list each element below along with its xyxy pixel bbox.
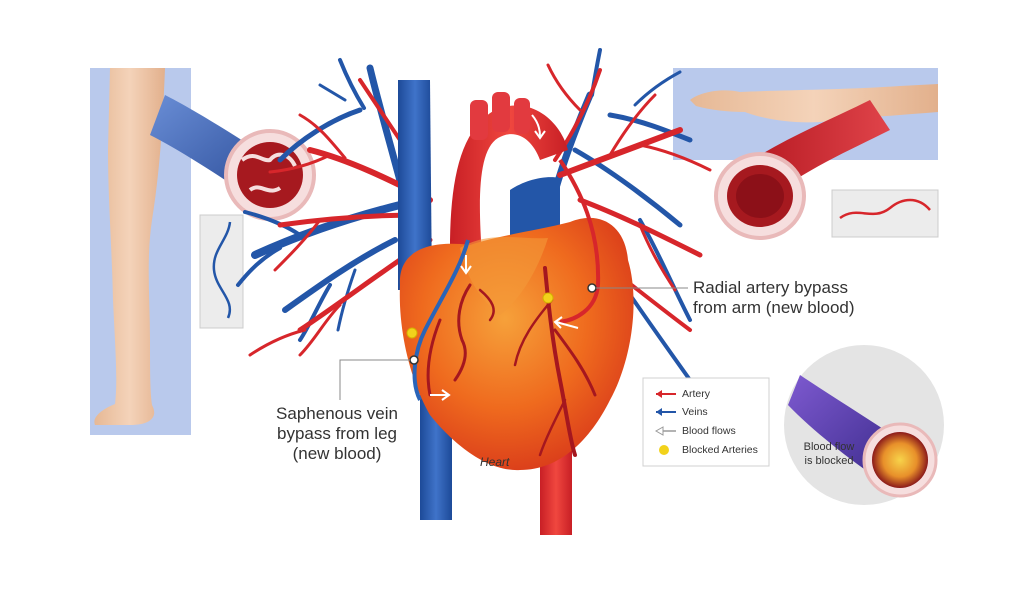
legend-blocked-icon [659,445,669,455]
leg-shape [94,68,165,425]
aortic-arch [450,105,568,255]
radial-callout-point [587,283,597,293]
radial-label-line-2: from arm (new blood) [693,298,855,317]
vein-inset [199,214,244,329]
blocked-marker-left [406,327,418,339]
saphenous-callout-point [409,355,419,365]
blood-flow-arrows [430,114,579,401]
blocked-artery-detail [784,345,944,505]
saphenous-vein-tube [150,95,316,221]
radial-graft [558,158,601,324]
blocked-note-line-1: Blood flow [803,441,855,453]
heart-body [399,217,634,471]
legend [642,377,770,467]
saphenous-label-line-2: bypass from leg [277,424,397,443]
pulmonary-vein [510,177,560,240]
legend-blocked-label: Blocked Arteries [682,444,758,456]
saphenous-vein-label: Saphenous vein bypass from leg (new bloo… [252,404,422,464]
aortic-branch-2 [492,92,510,132]
radial-artery-label: Radial artery bypass from arm (new blood… [693,278,855,318]
saphenous-callout-line [339,359,410,400]
blocked-marker-right [542,292,554,304]
blocked-note-line-2: is blocked [804,455,854,467]
aortic-branch-3 [514,98,530,134]
superior-vena-cava [398,80,432,290]
legend-artery-label: Artery [682,388,711,400]
radial-label-line-1: Radial artery bypass [693,278,848,297]
legend-flow-icon [654,426,676,436]
heart-label: Heart [480,455,510,469]
blocked-flow-label: Blood flow is blocked [794,440,864,468]
legend-artery-icon [656,390,676,398]
aortic-branch-1 [470,100,488,140]
saphenous-label-line-3: (new blood) [292,444,382,463]
saphenous-graft [412,239,470,401]
saphenous-label-line-1: Saphenous vein [276,404,398,423]
radial-artery-tube [714,100,890,240]
legend-vein-label: Veins [682,406,708,418]
artery-inset [831,189,939,238]
legend-vein-icon [656,408,676,416]
legend-flow-label: Blood flows [682,425,736,437]
